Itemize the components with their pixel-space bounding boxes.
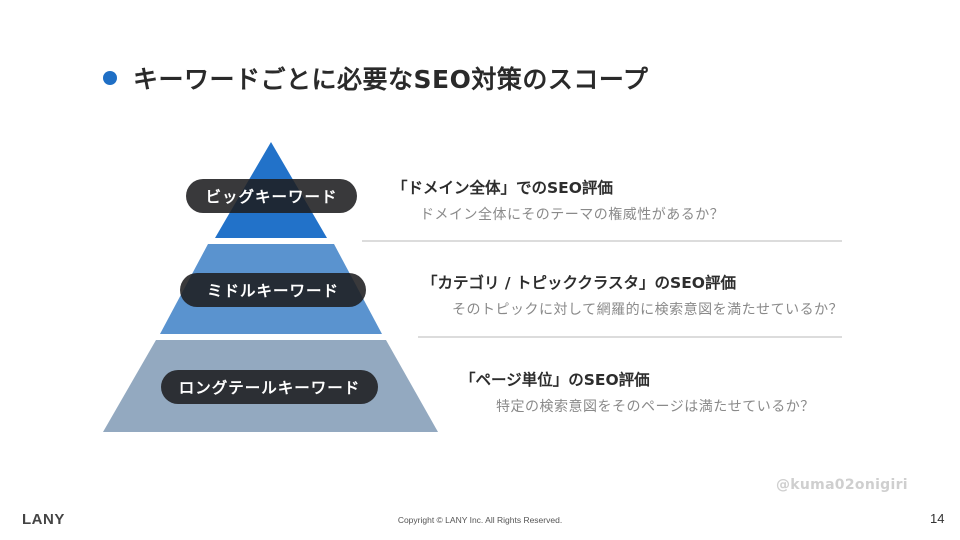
page-number: 14 [930, 511, 945, 526]
divider-1 [362, 240, 842, 242]
slide-title-row: キーワードごとに必要なSEO対策のスコープ [103, 60, 648, 96]
description-heading: 「ページ単位」のSEO評価 [460, 371, 650, 389]
description-heading: 「ドメイン全体」でのSEO評価 [392, 179, 613, 197]
description-longtail: 「ページ単位」のSEO評価 特定の検索意図をそのページは満たせているか？ [460, 368, 815, 416]
description-sub: 特定の検索意図をそのページは満たせているか？ [496, 399, 815, 415]
company-logo: LANY [22, 511, 65, 528]
label-longtail-keyword: ロングテールキーワード [161, 370, 378, 404]
copyright-text: Copyright © LANY Inc. All Rights Reserve… [397, 515, 563, 525]
divider-2 [418, 336, 842, 338]
label-big-keyword: ビッグキーワード [186, 179, 357, 213]
description-big: 「ドメイン全体」でのSEO評価 ドメイン全体にそのテーマの権威性があるか？ [392, 176, 724, 224]
description-sub: そのトピックに対して網羅的に検索意図を満たせているか？ [452, 302, 844, 318]
bullet-icon [103, 71, 117, 85]
description-sub: ドメイン全体にそのテーマの権威性があるか？ [420, 207, 725, 223]
label-middle-keyword: ミドルキーワード [180, 273, 366, 307]
description-heading: 「カテゴリ / トピッククラスタ」のSEO評価 [422, 274, 736, 292]
description-middle: 「カテゴリ / トピッククラスタ」のSEO評価 そのトピックに対して網羅的に検索… [422, 271, 843, 319]
author-credit: @kuma02onigiri [776, 477, 908, 493]
slide-title: キーワードごとに必要なSEO対策のスコープ [133, 65, 649, 94]
